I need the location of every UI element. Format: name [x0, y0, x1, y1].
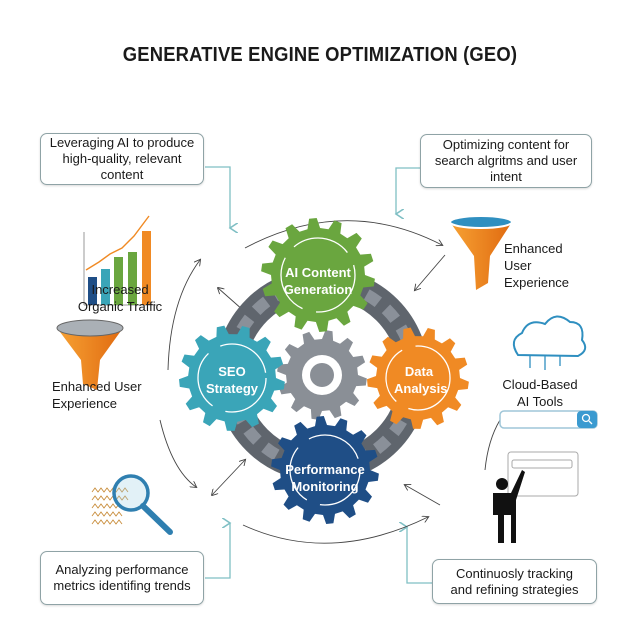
gear-inner-ring-performance-monitoring [289, 434, 361, 506]
gears [179, 218, 469, 524]
search-bar-icon [499, 410, 598, 429]
gear-label-seo: SEO Strategy [205, 364, 259, 396]
cloud-icon [512, 315, 587, 370]
bar-chart-icon [83, 215, 158, 306]
label-ux-right: Enhanced User Experience [504, 241, 570, 290]
gear-inner-ring-data-analysis [385, 345, 451, 411]
callout-bottom-right: Continuosly tracking and refining strate… [432, 559, 597, 604]
cycle-arrows [159, 220, 501, 544]
gear-seo-strategy [179, 325, 285, 431]
person-at-screen-icon [493, 451, 579, 543]
callout-connectors [205, 166, 432, 584]
callout-top-right: Optimizing content for search algritms a… [420, 134, 592, 188]
magnifier-data-icon [91, 474, 173, 535]
connector-top-right [396, 167, 420, 214]
connector-top-left [205, 166, 230, 228]
gear-performance-monitoring [271, 416, 379, 524]
callout-top-left: Leveraging AI to produce high-quality, r… [40, 133, 204, 185]
connector-bottom-right [407, 527, 432, 584]
connector-bottom-left [205, 523, 230, 579]
funnel-icon-left [56, 319, 124, 390]
gear-data-analysis [367, 327, 469, 429]
gear-inner-ring-ai-content-generation [280, 237, 356, 313]
funnel-icon-right [449, 215, 513, 290]
gear-inner-ring-seo-strategy [197, 343, 267, 413]
label-increased-traffic: Increased Organic Traffic [77, 282, 163, 314]
gear-label-data-analysis: Data Analysis [394, 364, 448, 396]
gear-ai-content-generation [261, 218, 375, 332]
label-ux-left: Enhanced User Experience [52, 379, 142, 411]
gear-label-ai-content: AI Content Generation [283, 265, 353, 297]
gear-label-performance: Performance Monitoring [285, 462, 365, 494]
callout-bottom-left: Analyzing performance metrics identifing… [40, 551, 204, 605]
page-title: GENERATIVE ENGINE OPTIMIZATION (GEO) [122, 44, 518, 66]
label-cloud-tools: Cloud-Based AI Tools [502, 377, 578, 409]
